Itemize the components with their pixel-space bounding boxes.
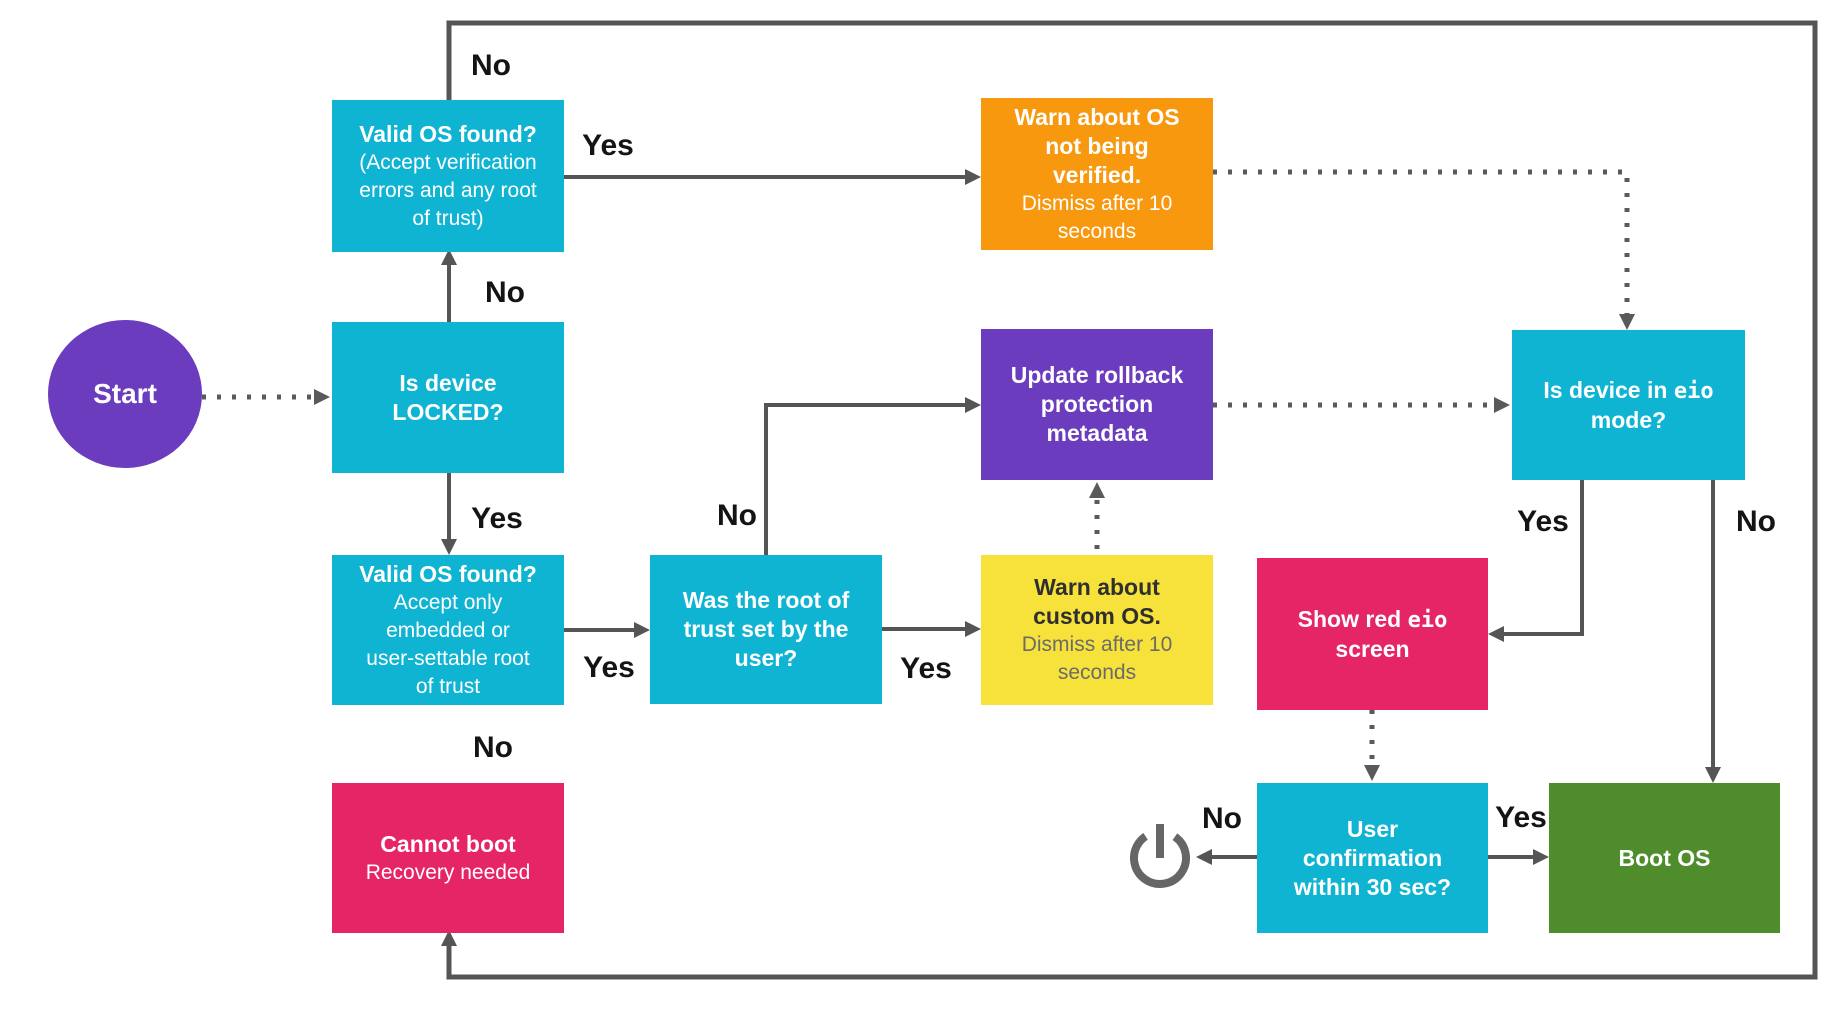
node-was-root-of-trust-user-set: Was the root of trust set by the user? bbox=[650, 555, 882, 704]
node-user-confirmation: User confirmation within 30 sec? bbox=[1257, 783, 1488, 933]
node-start: Start bbox=[48, 320, 202, 468]
node-title: Was the root of trust set by the user? bbox=[682, 587, 850, 671]
node-warn-custom-os: Warn about custom OS. Dismiss after 10 s… bbox=[981, 555, 1213, 705]
node-title: Boot OS bbox=[1618, 844, 1711, 871]
node-cannot-boot: Cannot boot Recovery needed bbox=[332, 783, 564, 933]
node-subtitle: Accept only embedded or user-settable ro… bbox=[366, 590, 530, 698]
edge-label-root-no: No bbox=[717, 499, 757, 532]
edge-label-eio-no: No bbox=[1736, 505, 1776, 538]
edge-label-strict-no: No bbox=[473, 731, 513, 764]
edge-label-top-loop-no: No bbox=[471, 49, 511, 82]
edge-label-eio-yes: Yes bbox=[1517, 505, 1569, 538]
eio-code-text: eio bbox=[1407, 607, 1448, 633]
node-subtitle: (Accept verification errors and any root… bbox=[359, 150, 537, 230]
edge-label-locked-yes: Yes bbox=[471, 502, 523, 535]
node-valid-os-strict-root: Valid OS found? Accept only embedded or … bbox=[332, 555, 564, 705]
node-title: Valid OS found? bbox=[359, 120, 537, 147]
node-title: Warn about OS not being verified. bbox=[1014, 103, 1180, 188]
node-is-device-locked: Is device LOCKED? bbox=[332, 322, 564, 473]
node-valid-os-any-root: Valid OS found? (Accept verification err… bbox=[332, 100, 564, 252]
node-label: Start bbox=[93, 378, 157, 409]
node-title: Update rollback protection metadata bbox=[1010, 362, 1184, 446]
node-subtitle: Recovery needed bbox=[365, 860, 531, 884]
node-warn-os-not-verified: Warn about OS not being verified. Dismis… bbox=[981, 98, 1213, 250]
edge-label-valid-any-yes: Yes bbox=[582, 129, 634, 162]
edge-label-confirm-yes: Yes bbox=[1495, 801, 1547, 834]
node-boot-os: Boot OS bbox=[1549, 783, 1780, 933]
node-title: User confirmation within 30 sec? bbox=[1293, 815, 1452, 900]
eio-code-text: eio bbox=[1673, 378, 1714, 404]
node-subtitle: Dismiss after 10 seconds bbox=[1021, 191, 1173, 243]
node-title: Warn about custom OS. bbox=[1033, 574, 1161, 629]
node-update-rollback-metadata: Update rollback protection metadata bbox=[981, 329, 1213, 480]
node-title: Cannot boot bbox=[380, 830, 516, 857]
node-title: Is device LOCKED? bbox=[392, 369, 504, 425]
edge-label-confirm-no: No bbox=[1202, 802, 1242, 835]
power-icon bbox=[1130, 824, 1190, 889]
edge-label-strict-yes: Yes bbox=[583, 651, 635, 684]
edge-label-locked-no: No bbox=[485, 276, 525, 309]
node-title: Valid OS found? bbox=[359, 560, 537, 587]
edge-label-root-yes: Yes bbox=[900, 652, 952, 685]
node-subtitle: Dismiss after 10 seconds bbox=[1021, 633, 1173, 684]
